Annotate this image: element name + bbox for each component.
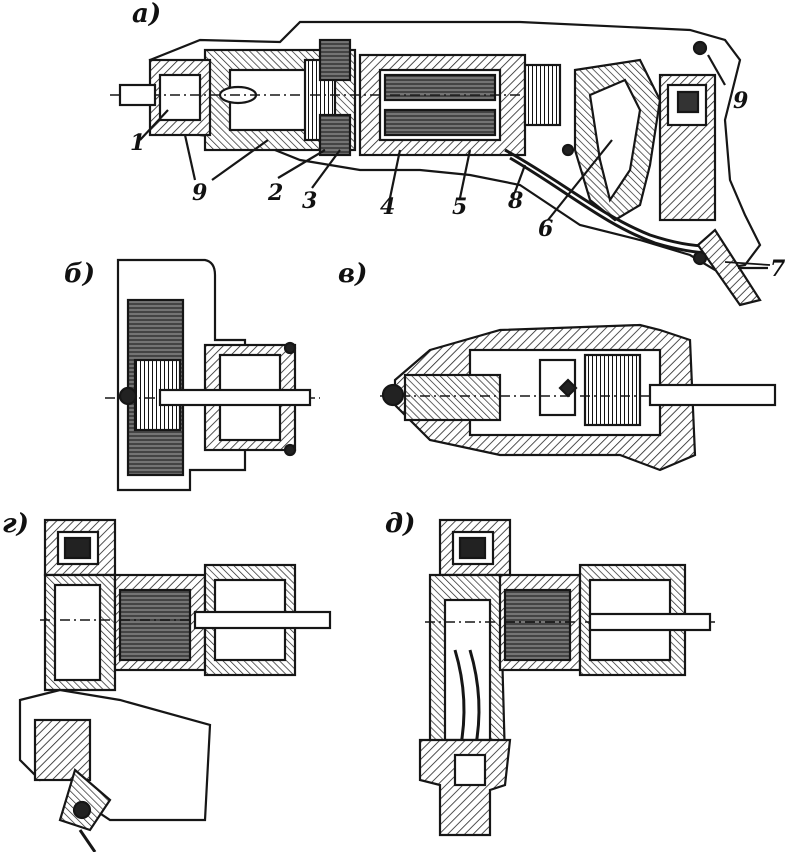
- panel-label-g: г): [2, 509, 29, 539]
- panel-a-drill: [110, 20, 771, 307]
- panel-g-grinder: [18, 518, 332, 853]
- labels: а) б) в) г) д) 1 9 2 3 4 5 8 6 7 9: [2, 0, 786, 539]
- callout-9-right: 9: [733, 88, 748, 114]
- callout-6: 6: [538, 216, 553, 242]
- panel-label-v: в): [338, 259, 367, 289]
- callout-5: 5: [452, 194, 467, 220]
- callout-7: 7: [770, 256, 786, 282]
- panel-v-nutrunner: [380, 323, 780, 472]
- callout-1: 1: [130, 130, 145, 156]
- callout-3: 3: [302, 188, 317, 214]
- callout-9-left: 9: [192, 180, 207, 206]
- panel-d-grinder-variant: [418, 518, 715, 837]
- panel-label-a: а): [132, 0, 161, 29]
- callout-8: 8: [507, 188, 523, 214]
- panel-label-b: б): [64, 259, 95, 289]
- callout-4: 4: [380, 194, 395, 220]
- callout-2: 2: [267, 180, 283, 206]
- panel-label-d: д): [385, 509, 415, 539]
- panel-b-angle-head: [105, 258, 320, 492]
